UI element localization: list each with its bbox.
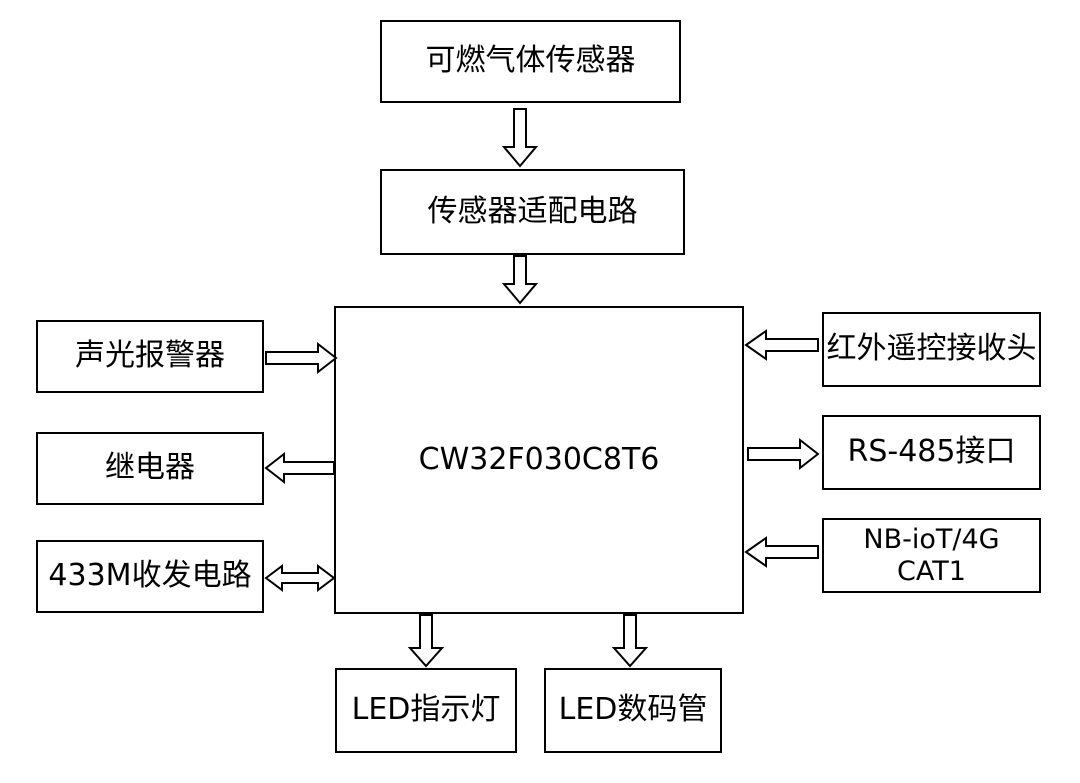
node-rs485-label: RS-485接口 [847,434,1016,470]
node-alarm: 声光报警器 [36,320,264,393]
node-ir-receiver-label: 红外遥控接收头 [826,331,1037,367]
node-nbiot-label: NB-ioT/4G CAT1 [863,524,1000,587]
node-alarm-label: 声光报警器 [75,338,225,374]
node-sensor-adapter: 传感器适配电路 [380,169,685,255]
arrow-mcu-to-relay [264,451,335,485]
node-gas-sensor-label: 可燃气体传感器 [425,43,636,79]
node-led-indicator-label: LED指示灯 [351,692,501,728]
node-rf433: 433M收发电路 [36,540,264,613]
node-rf433-label: 433M收发电路 [48,558,252,594]
arrow-alarm-to-mcu [265,341,338,375]
node-ir-receiver: 红外遥控接收头 [822,312,1041,387]
arrow-gas-to-adapter [501,108,539,168]
node-sensor-adapter-label: 传感器适配电路 [427,193,638,229]
node-gas-sensor: 可燃气体传感器 [380,20,681,103]
node-led-indicator: LED指示灯 [335,668,517,753]
arrow-mcu-to-rs485 [747,437,820,471]
arrow-mcu-to-led-indicator [407,614,445,668]
node-led-segment: LED数码管 [544,668,722,753]
arrow-mcu-to-led-segment [611,614,649,668]
arrow-adapter-to-mcu [501,255,539,305]
arrow-nbiot-to-mcu [744,536,819,568]
node-relay-label: 继电器 [105,450,195,486]
node-nbiot: NB-ioT/4G CAT1 [822,518,1041,593]
arrow-rf433-mcu-bidirectional [264,564,336,592]
arrow-ir-to-mcu [744,329,819,361]
node-led-segment-label: LED数码管 [558,692,708,728]
node-relay: 继电器 [36,432,264,505]
node-mcu: CW32F030C8T6 [334,306,744,614]
node-mcu-label: CW32F030C8T6 [418,441,660,477]
node-rs485: RS-485接口 [822,415,1041,490]
